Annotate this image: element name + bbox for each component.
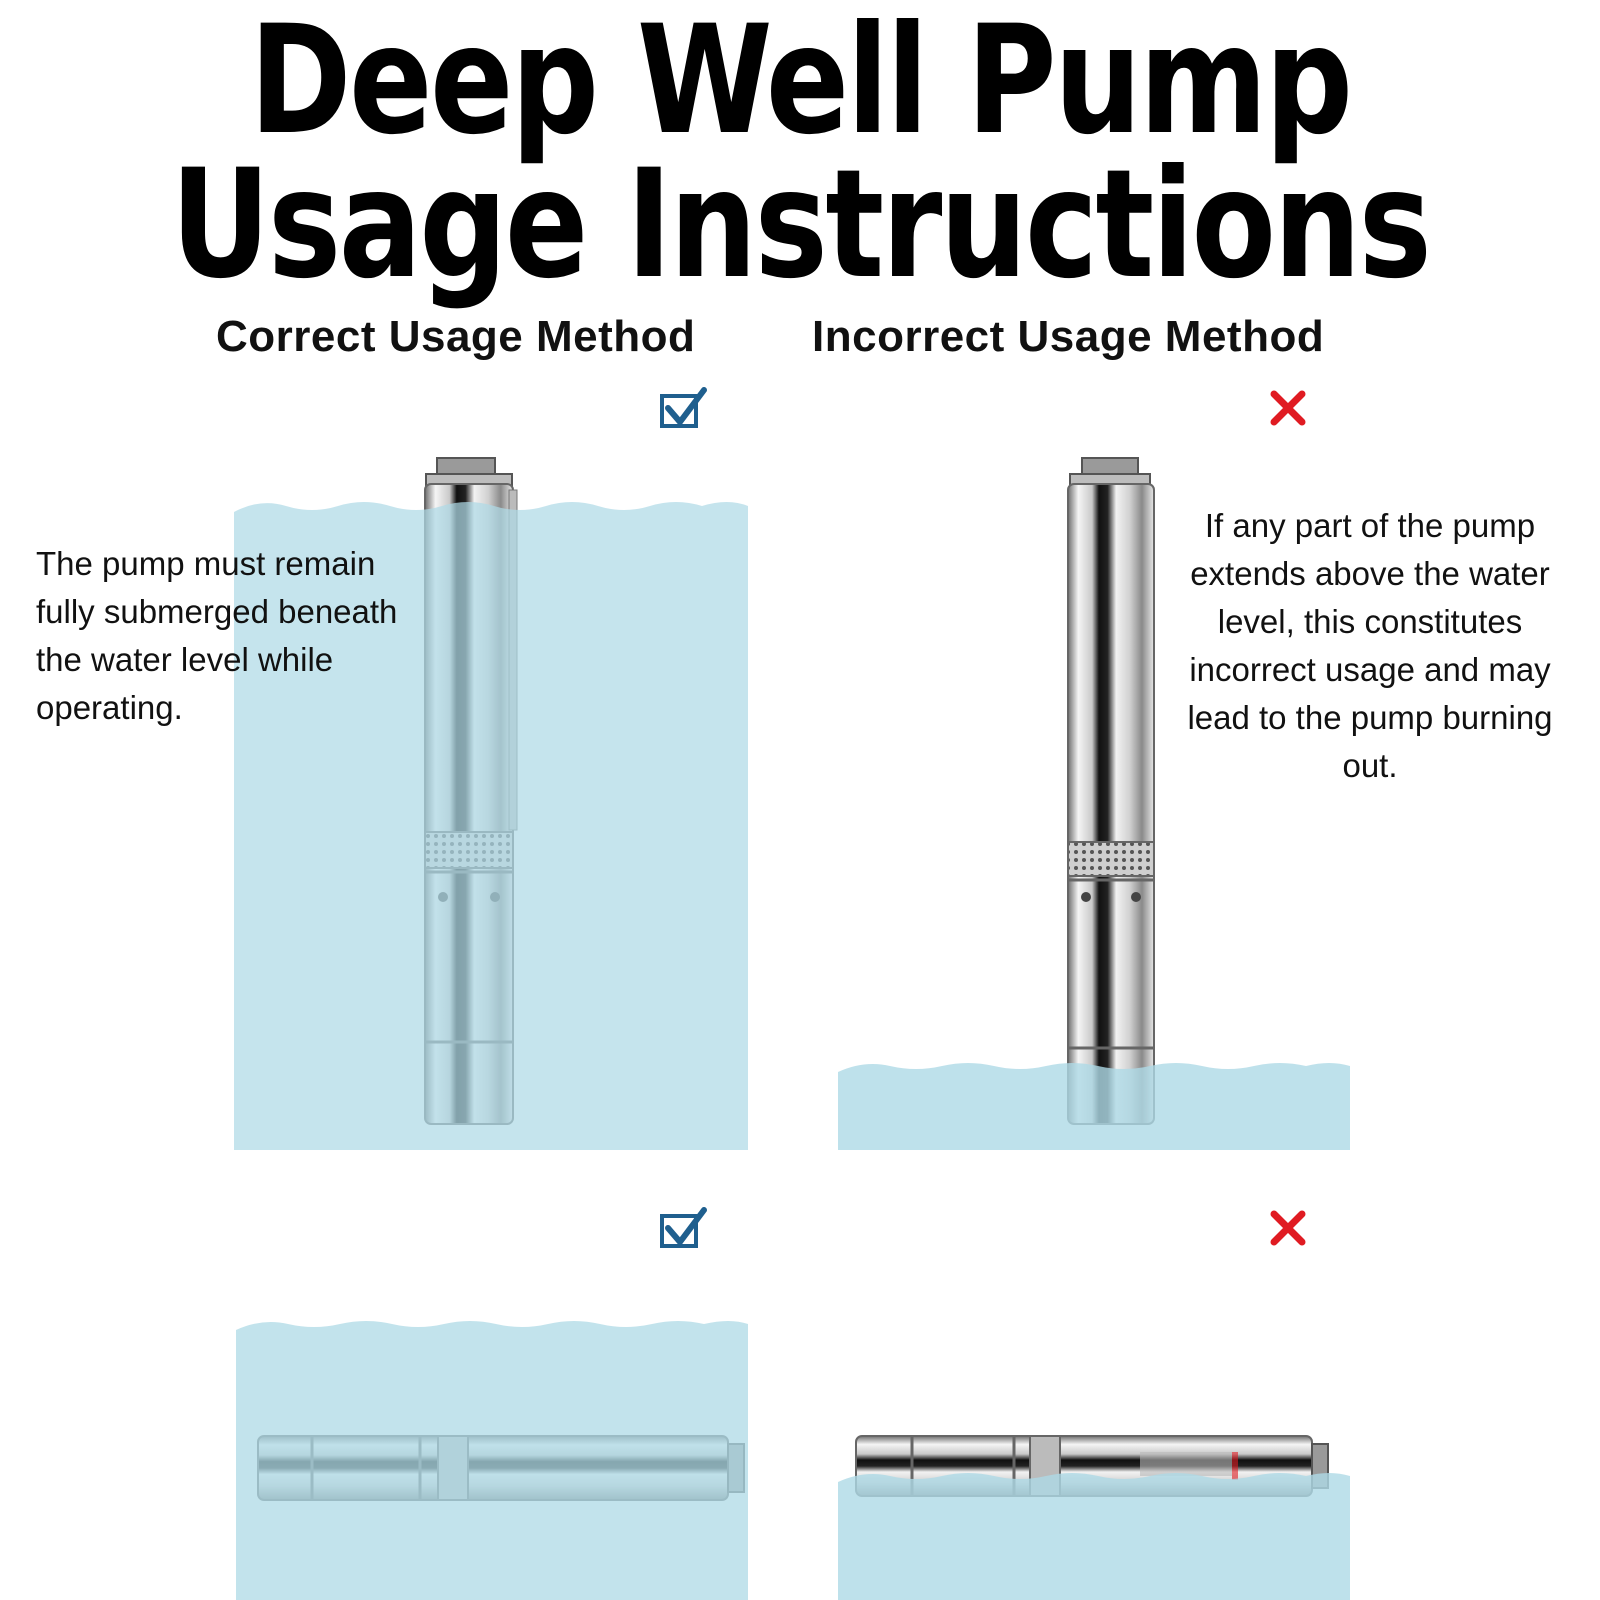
check-icon [660, 387, 707, 428]
correct-description: The pump must remain fully submerged ben… [36, 545, 398, 726]
water-vertical-incorrect [838, 1063, 1350, 1150]
incorrect-heading: Incorrect Usage Method [812, 312, 1325, 361]
page-title-line-1: Deep Well Pump [249, 0, 1353, 168]
water-horizontal-correct [236, 1321, 748, 1600]
panel-horizontal-correct [236, 1321, 748, 1600]
cross-icon [1270, 1210, 1306, 1246]
panel-vertical-correct [234, 457, 748, 1150]
correct-heading: Correct Usage Method [216, 312, 696, 361]
pump-vertical-2 [1067, 457, 1155, 1125]
check-icon [660, 1207, 707, 1248]
panel-vertical-incorrect [838, 457, 1350, 1150]
water-vertical-correct [234, 502, 748, 1150]
incorrect-description: If any part of the pump extends above th… [1187, 507, 1553, 784]
page-title-line-2: Usage Instructions [170, 138, 1432, 312]
blurred-label [1140, 1452, 1232, 1476]
panel-horizontal-incorrect [838, 1435, 1350, 1600]
water-horizontal-incorrect [838, 1473, 1350, 1600]
cross-icon [1270, 390, 1306, 426]
